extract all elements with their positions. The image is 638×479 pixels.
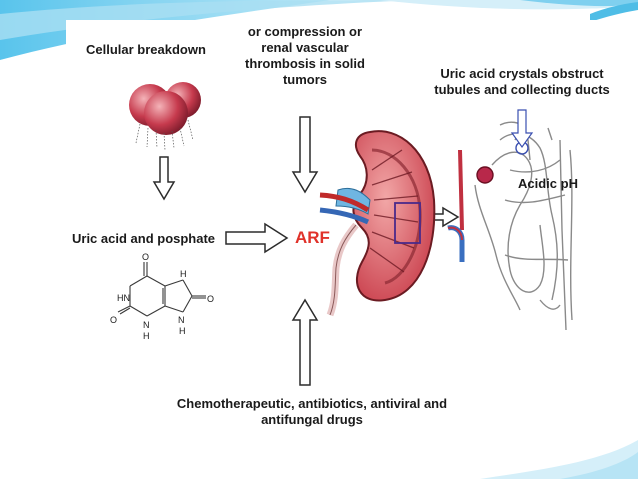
uric-phosphate-label: Uric acid and posphate [72, 231, 216, 246]
compression-label: or compression or renal vascular thrombo… [245, 24, 365, 87]
arf-label: ARF [295, 228, 330, 247]
arrow-up-drugs [291, 298, 319, 386]
atom-label: O [110, 315, 118, 325]
arrow-down-compression [291, 116, 319, 194]
acidic-ph-label: Acidic pH [518, 176, 578, 191]
atom-label: H [180, 269, 187, 279]
atom-label: H [179, 326, 186, 336]
atom-label: H [143, 331, 150, 341]
uric-crystals-label: Uric acid crystals obstruct tubules and … [434, 66, 610, 97]
uric-acid-molecule [117, 262, 206, 317]
atom-label: O [142, 252, 150, 262]
atom-label: N [178, 315, 185, 325]
atom-label: O [207, 294, 215, 304]
kidney-illustration [319, 130, 436, 317]
arrow-down-cellular [152, 156, 176, 201]
bottom-swoosh-decoration [480, 440, 638, 479]
nephron-illustration [447, 121, 573, 331]
drugs-label: Chemotherapeutic, antibiotics, antiviral… [176, 396, 448, 427]
atom-label: HN [117, 293, 130, 303]
top-swoosh-decoration [0, 0, 638, 60]
cellular-breakdown-label: Cellular breakdown [86, 42, 206, 57]
blue-arrow-into-tubule [510, 109, 534, 149]
cell-breakdown-illustration [129, 82, 201, 151]
arrow-right-uric-acid [225, 222, 289, 254]
atom-label: N [143, 320, 150, 330]
